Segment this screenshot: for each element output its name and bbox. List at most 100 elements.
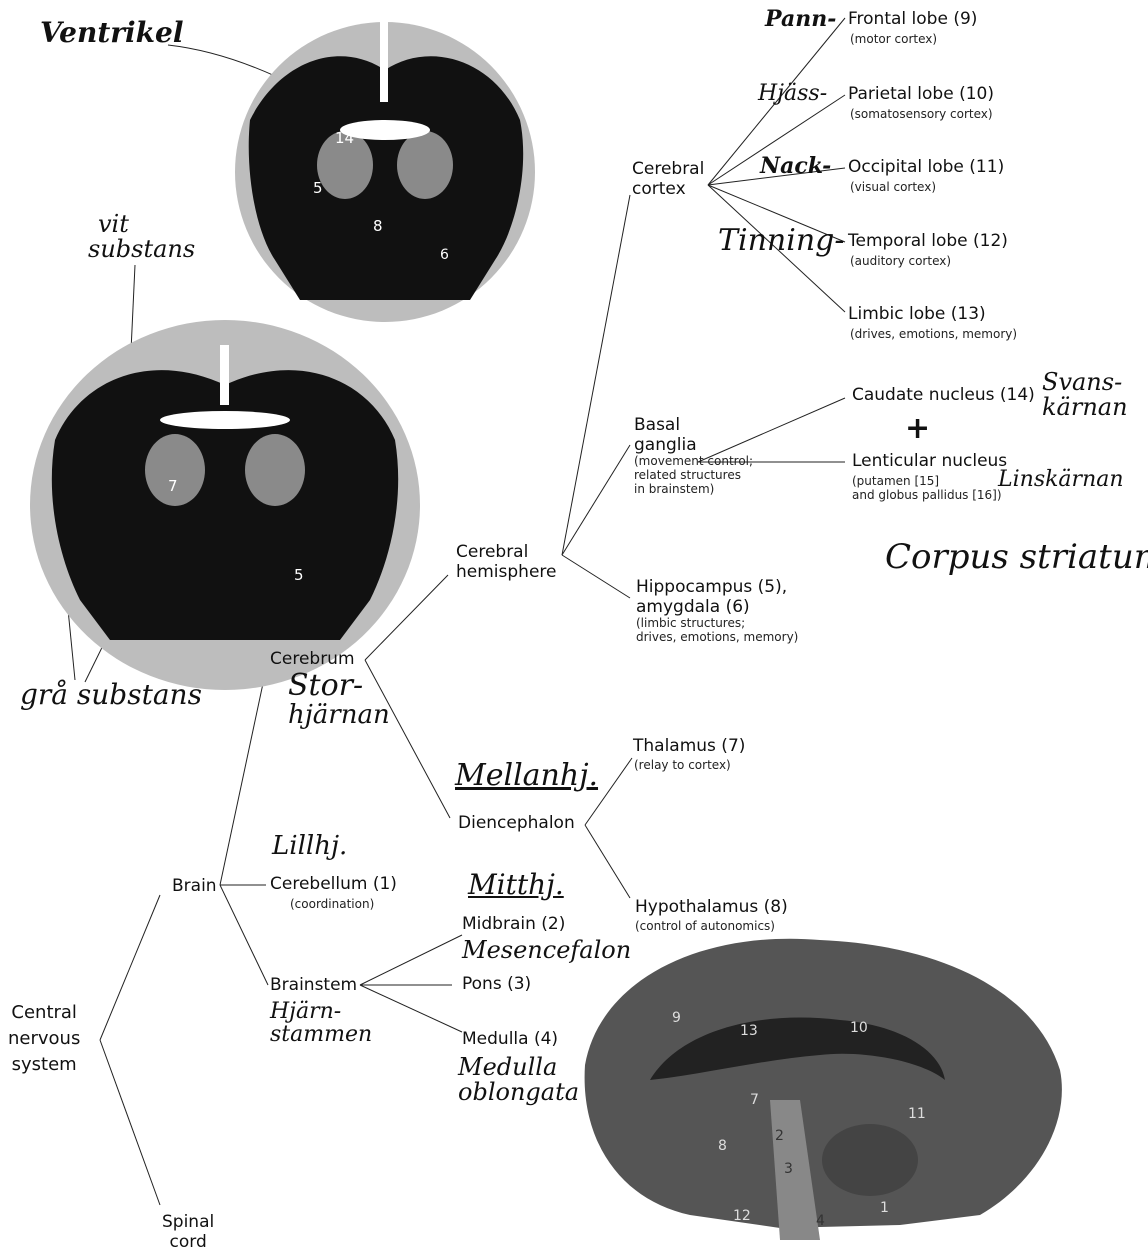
- hand-tinning: Tinning-: [718, 225, 845, 257]
- node-basal-ganglia: Basal ganglia (movement control; related…: [634, 416, 753, 496]
- sag-label-10: 10: [850, 1020, 868, 1036]
- sag-label-9: 9: [672, 1010, 681, 1026]
- hand-karnan: kärnan: [1042, 395, 1128, 420]
- hemisphere-line-2: hemisphere: [456, 563, 556, 583]
- img-label-7: 7: [168, 478, 178, 495]
- node-cerebrum: Cerebrum: [270, 650, 355, 670]
- cns-line-3: system: [8, 1052, 80, 1078]
- note-frontal: (motor cortex): [850, 33, 937, 47]
- node-central-nervous-system: Central nervous system: [8, 1000, 80, 1078]
- node-medulla: Medulla (4): [462, 1030, 558, 1050]
- hand-pann: Pann-: [765, 8, 836, 31]
- node-cerebral-hemisphere: Cerebral hemisphere: [456, 543, 556, 582]
- sag-label-8: 8: [718, 1138, 727, 1154]
- img-label-5b: 5: [294, 567, 304, 584]
- basal-line-2: ganglia: [634, 436, 753, 456]
- node-caudate-nucleus: Caudate nucleus (14): [852, 386, 1035, 406]
- hand-ventrikel: Ventrikel: [40, 18, 184, 47]
- note-limbic: (drives, emotions, memory): [850, 328, 1017, 342]
- cortex-line-1: Cerebral: [632, 160, 704, 180]
- node-brain: Brain: [172, 877, 217, 897]
- hand-vit: vit: [88, 212, 195, 237]
- hand-vit-substans: vit substans: [88, 212, 195, 262]
- hand-mellanhj: Mellanhj.: [455, 760, 598, 792]
- hemisphere-line-1: Cerebral: [456, 543, 556, 563]
- node-cerebral-cortex: Cerebral cortex: [632, 160, 704, 199]
- hand-gra-substans: grå substans: [20, 680, 202, 709]
- hand-corpus-striatum: Corpus striatum: [885, 540, 1148, 576]
- cortex-line-2: cortex: [632, 180, 704, 200]
- node-midbrain: Midbrain (2): [462, 915, 565, 935]
- sag-label-1: 1: [880, 1200, 889, 1216]
- img-label-5: 5: [313, 180, 323, 197]
- coronal-section-top: [235, 22, 535, 322]
- basal-note-2: related structures: [634, 469, 753, 483]
- note-cerebellum: (coordination): [290, 898, 374, 912]
- hand-linskarnan: Linskärnan: [998, 468, 1124, 491]
- node-hypothalamus: Hypothalamus (8): [635, 898, 788, 918]
- sagittal-section: [585, 939, 1062, 1240]
- node-occipital-lobe: Occipital lobe (11): [848, 158, 1004, 178]
- node-hippocampus: Hippocampus (5), amygdala (6) (limbic st…: [636, 578, 798, 645]
- basal-line-1: Basal: [634, 416, 753, 436]
- node-pons: Pons (3): [462, 975, 531, 995]
- spinal-cord-line-1: Spinal: [162, 1212, 214, 1232]
- hand-storhjarnan: Stor- hjärnan: [288, 670, 390, 729]
- node-frontal-lobe: Frontal lobe (9): [848, 10, 977, 30]
- hand-stor: Stor-: [288, 670, 390, 702]
- hand-medulla-oblongata: Medulla oblongata: [458, 1055, 579, 1105]
- hand-mesencefalon: Mesencefalon: [462, 938, 631, 963]
- hand-hjarn: Hjärn-: [270, 1000, 372, 1023]
- basal-note-1: (movement control;: [634, 455, 753, 469]
- sag-label-12: 12: [733, 1208, 751, 1224]
- note-parietal: (somatosensory cortex): [850, 108, 993, 122]
- cns-line-2: nervous: [8, 1026, 80, 1052]
- note-thalamus: (relay to cortex): [634, 759, 731, 773]
- hand-nack: Nack-: [760, 155, 831, 178]
- sag-label-2: 2: [775, 1128, 784, 1144]
- hand-svans: Svans-: [1042, 370, 1128, 395]
- sag-label-3: 3: [784, 1161, 793, 1177]
- img-label-6: 6: [440, 247, 449, 263]
- note-hypothalamus: (control of autonomics): [635, 920, 775, 934]
- hand-hjarnstammen: Hjärn- stammen: [270, 1000, 372, 1046]
- img-label-14: 14: [335, 130, 354, 147]
- hippocampus-note-1: (limbic structures;: [636, 617, 798, 631]
- cns-line-1: Central: [8, 1000, 80, 1026]
- node-diencephalon: Diencephalon: [458, 814, 575, 834]
- sag-label-7: 7: [750, 1092, 759, 1108]
- basal-note-3: in brainstem): [634, 483, 753, 497]
- lenticular-note-1: (putamen [15]: [852, 475, 1002, 489]
- note-temporal: (auditory cortex): [850, 255, 951, 269]
- node-parietal-lobe: Parietal lobe (10): [848, 85, 994, 105]
- node-thalamus: Thalamus (7): [633, 737, 745, 757]
- hippocampus-line-1: Hippocampus (5),: [636, 578, 798, 598]
- note-occipital: (visual cortex): [850, 181, 936, 195]
- lenticular-note-2: and globus pallidus [16]): [852, 489, 1002, 503]
- sag-label-13: 13: [740, 1023, 758, 1039]
- sag-label-4: 4: [816, 1213, 825, 1229]
- node-temporal-lobe: Temporal lobe (12): [848, 232, 1008, 252]
- spinal-cord-line-2: cord: [162, 1232, 214, 1252]
- coronal-section-middle: [30, 320, 420, 690]
- hand-mitthj: Mitthj.: [468, 870, 564, 899]
- hand-substans: substans: [88, 237, 195, 262]
- hippocampus-line-2: amygdala (6): [636, 598, 798, 618]
- node-limbic-lobe: Limbic lobe (13): [848, 305, 986, 325]
- hand-stammen: stammen: [270, 1023, 372, 1046]
- hand-lillhj: Lillhj.: [272, 833, 347, 860]
- hand-svanskarnan: Svans- kärnan: [1042, 370, 1128, 420]
- hippocampus-note-2: drives, emotions, memory): [636, 631, 798, 645]
- img-label-8: 8: [373, 218, 383, 235]
- node-cerebellum: Cerebellum (1): [270, 875, 397, 895]
- sag-label-11: 11: [908, 1106, 926, 1122]
- hand-hjarnan: hjärnan: [288, 702, 390, 729]
- hand-medulla: Medulla: [458, 1055, 579, 1080]
- hand-oblongata: oblongata: [458, 1080, 579, 1105]
- node-lenticular-nucleus: Lenticular nucleus: [852, 452, 1007, 472]
- note-lenticular: (putamen [15] and globus pallidus [16]): [852, 475, 1002, 503]
- node-brainstem: Brainstem: [270, 976, 357, 996]
- plus-sign: +: [905, 412, 930, 447]
- hand-hjass: Hjäss-: [758, 82, 827, 105]
